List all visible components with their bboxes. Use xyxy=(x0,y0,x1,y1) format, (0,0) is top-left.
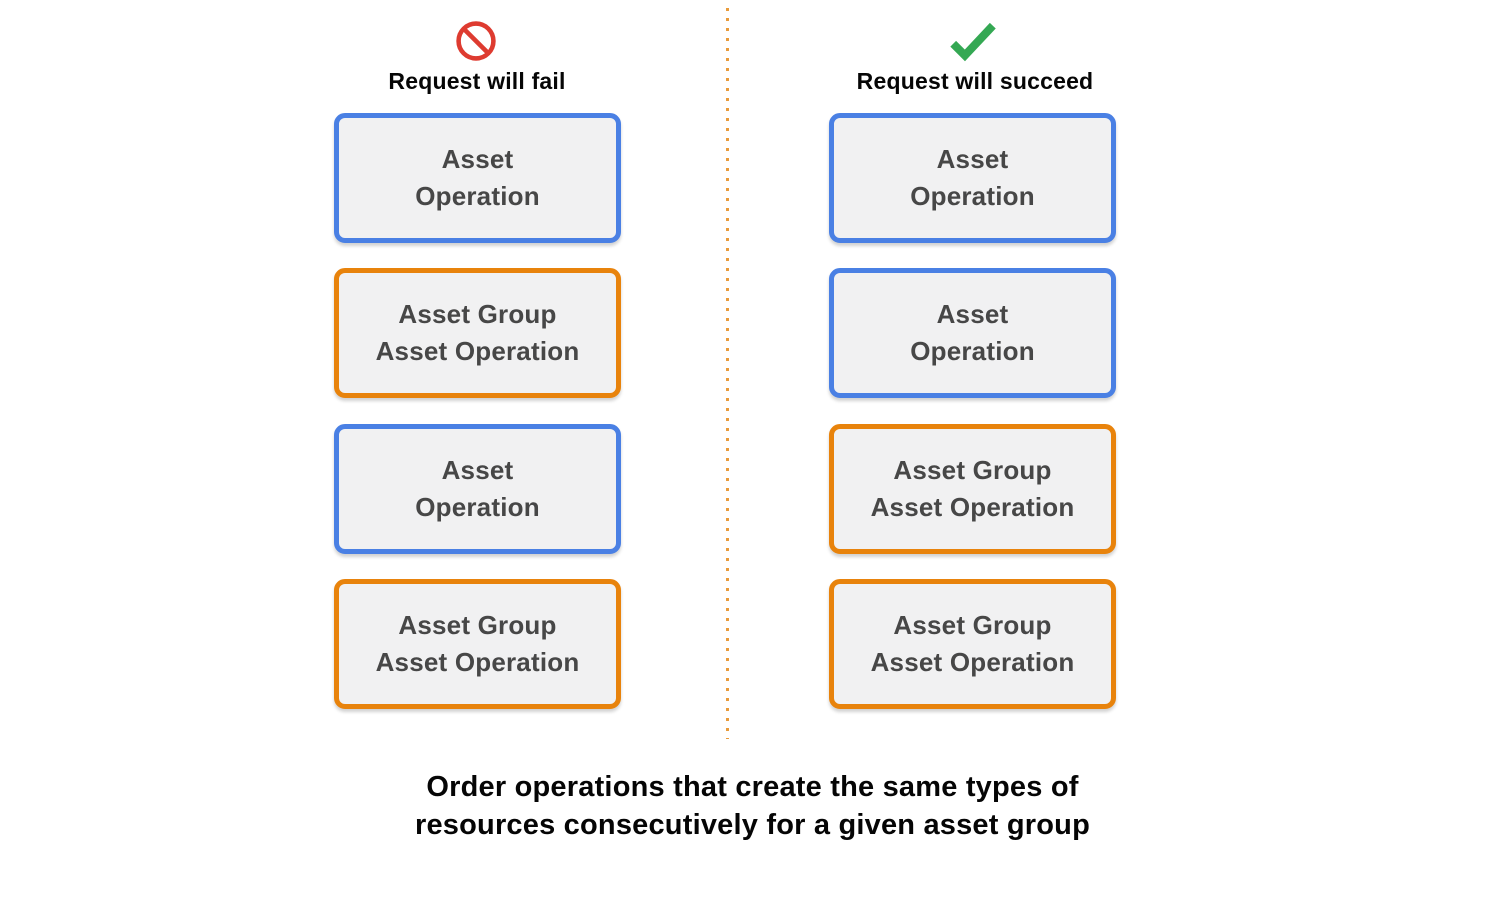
box-label-line: Asset Group xyxy=(893,455,1052,485)
succeed-box-asset-operation-2: Asset Operation xyxy=(829,268,1116,398)
box-label-line: Asset Operation xyxy=(375,647,580,677)
succeed-column-title: Request will succeed xyxy=(856,68,1094,94)
succeed-box-asset-group-asset-operation-1: Asset Group Asset Operation xyxy=(829,424,1116,554)
succeed-box-asset-operation-1: Asset Operation xyxy=(829,113,1116,243)
box-label-line: Asset xyxy=(936,144,1009,174)
prohibition-icon xyxy=(456,21,496,61)
fail-column-title: Request will fail xyxy=(388,68,566,94)
box-label-line: Asset Group xyxy=(893,610,1052,640)
box-label-line: Operation xyxy=(910,336,1035,366)
fail-box-asset-operation-1: Asset Operation xyxy=(334,113,621,243)
caption-line: Order operations that create the same ty… xyxy=(426,771,1079,803)
fail-box-asset-group-asset-operation-2: Asset Group Asset Operation xyxy=(334,579,621,709)
box-label-line: Operation xyxy=(415,492,540,522)
fail-box-asset-operation-2: Asset Operation xyxy=(334,424,621,554)
dotted-divider xyxy=(726,8,729,739)
caption-line: resources consecutively for a given asse… xyxy=(414,809,1091,841)
box-label-line: Asset Operation xyxy=(870,492,1075,522)
checkmark-icon xyxy=(950,22,996,62)
diagram-caption: Order operations that create the same ty… xyxy=(0,768,1505,844)
box-label-line: Asset xyxy=(441,144,514,174)
fail-box-asset-group-asset-operation-1: Asset Group Asset Operation xyxy=(334,268,621,398)
box-label-line: Operation xyxy=(910,181,1035,211)
succeed-box-asset-group-asset-operation-2: Asset Group Asset Operation xyxy=(829,579,1116,709)
box-label-line: Asset Operation xyxy=(870,647,1075,677)
box-label-line: Asset Group xyxy=(398,299,557,329)
box-label-line: Asset xyxy=(936,299,1009,329)
box-label-line: Operation xyxy=(415,181,540,211)
box-label-line: Asset Operation xyxy=(375,336,580,366)
box-label-line: Asset Group xyxy=(398,610,557,640)
box-label-line: Asset xyxy=(441,455,514,485)
